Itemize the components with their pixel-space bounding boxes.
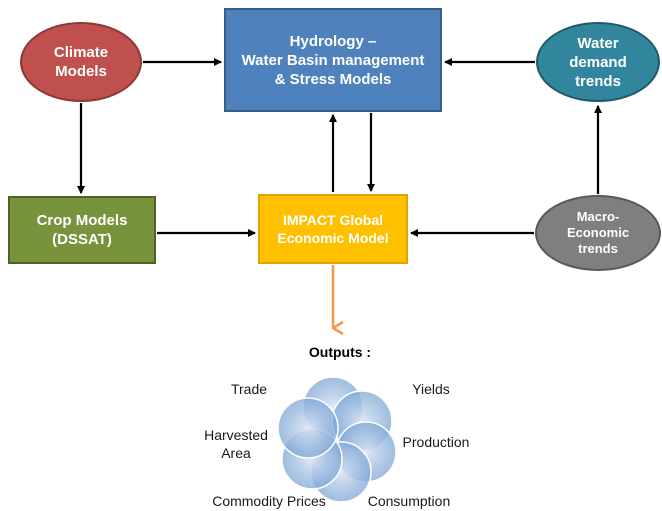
climate-models-label: Climate Models <box>53 44 109 80</box>
hydrology-label: Hydrology – Water Basin management & Str… <box>241 32 425 88</box>
output-production-label: Production <box>402 434 470 450</box>
output-harvested-area-label: Harvested Area <box>204 427 268 461</box>
outputs-title: Outputs : <box>308 344 372 360</box>
output-commodity-prices-label: Commodity Prices <box>212 493 326 509</box>
hydrology-node: Hydrology – Water Basin management & Str… <box>224 8 442 112</box>
crop-models-label: Crop Models (DSSAT) <box>36 212 128 248</box>
output-yields-label: Yields <box>412 381 450 397</box>
macro-economic-label: Macro- Economic trends <box>566 209 630 256</box>
output-trade-label: Trade <box>230 381 268 397</box>
crop-models-node: Crop Models (DSSAT) <box>8 196 156 264</box>
water-demand-label: Water demand trends <box>569 34 627 90</box>
climate-models-node: Climate Models <box>20 22 142 102</box>
impact-model-node: IMPACT Global Economic Model <box>258 194 408 264</box>
water-demand-node: Water demand trends <box>536 22 660 102</box>
output-consumption-label: Consumption <box>367 493 451 509</box>
impact-model-label: IMPACT Global Economic Model <box>277 212 389 246</box>
macro-economic-node: Macro- Economic trends <box>535 195 661 271</box>
outputs-flower-icon <box>277 376 397 503</box>
